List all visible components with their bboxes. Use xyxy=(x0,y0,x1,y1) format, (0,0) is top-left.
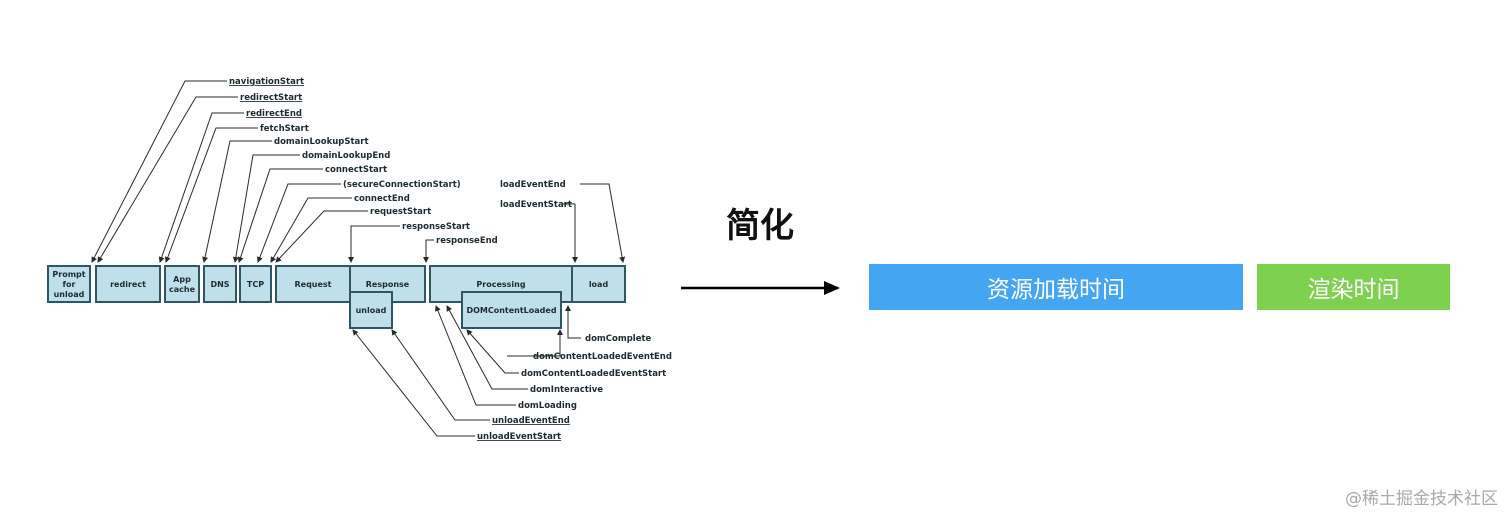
box-unload-label: unload xyxy=(356,306,387,315)
event-dom-loading: domLoading xyxy=(518,401,577,411)
render-time-label: 渲染时间 xyxy=(1307,277,1400,303)
resource-loading-time-label: 资源加载时间 xyxy=(987,277,1125,303)
box-redirect-label: redirect xyxy=(110,280,146,289)
event-domain-lookup-start: domainLookupStart xyxy=(274,137,369,147)
event-load-event-end: loadEventEnd xyxy=(500,180,566,190)
event-domain-lookup-end: domainLookupEnd xyxy=(302,151,390,161)
leader-dom-content-loaded-event-start xyxy=(466,329,519,374)
box-load-label: load xyxy=(589,280,609,289)
simplify-title: 简化 xyxy=(726,206,794,246)
box-app-cache-label: cache xyxy=(169,285,196,294)
event-unload-event-start: unloadEventStart xyxy=(477,432,561,442)
event-response-start: responseStart xyxy=(402,222,470,232)
box-redirect: redirect xyxy=(95,265,161,303)
event-labels: navigationStart redirectStart redirectEnd f… xyxy=(229,77,672,442)
leader-domain-lookup-end xyxy=(232,154,300,263)
event-dom-content-loaded-event-start: domContentLoadedEventStart xyxy=(521,369,666,379)
leader-lines xyxy=(91,80,626,437)
box-response-label: Response xyxy=(366,280,410,289)
box-request-label: Request xyxy=(294,280,331,289)
leader-dom-interactive xyxy=(446,305,528,390)
box-prompt-for-unload-label: Prompt xyxy=(52,270,85,279)
box-prompt-for-unload-label: for xyxy=(63,280,76,289)
leader-unload-event-start xyxy=(352,329,475,437)
box-app-cache-label: App xyxy=(173,275,191,284)
box-dns-rect xyxy=(203,265,237,303)
render-time-bar: 渲染时间 xyxy=(1257,264,1450,310)
event-redirect-start: redirectStart xyxy=(240,93,302,103)
resource-loading-time-bar: 资源加载时间 xyxy=(869,264,1243,310)
event-redirect-end: redirectEnd xyxy=(246,109,302,119)
box-dns: DNS xyxy=(203,265,237,303)
event-connect-start: connectStart xyxy=(325,165,387,175)
event-load-event-start: loadEventStart xyxy=(500,200,572,210)
event-dom-complete: domComplete xyxy=(585,334,652,344)
box-dom-content-loaded: DOMContentLoaded xyxy=(461,291,562,329)
event-dom-content-loaded-event-end: domContentLoadedEventEnd xyxy=(533,352,672,362)
leader-dom-loading xyxy=(435,305,516,406)
box-request-rect xyxy=(275,265,351,303)
box-prompt-for-unload-label: unload xyxy=(54,290,85,299)
leader-dom-content-loaded-event-end xyxy=(507,329,563,357)
box-prompt-for-unload-rect xyxy=(47,265,91,303)
event-fetch-start: fetchStart xyxy=(260,124,309,134)
box-dns-label: DNS xyxy=(210,280,229,289)
box-dom-content-loaded-label: DOMContentLoaded xyxy=(466,306,556,315)
box-redirect-rect xyxy=(95,265,161,303)
leader-response-end xyxy=(423,239,434,263)
box-load: load xyxy=(571,265,626,303)
leader-connect-end xyxy=(270,197,352,263)
leader-dom-complete xyxy=(565,305,581,339)
box-load-rect xyxy=(571,265,626,303)
box-app-cache-rect xyxy=(164,265,200,303)
leader-load-event-start xyxy=(562,203,578,263)
leader-connect-start xyxy=(237,168,323,263)
leader-response-start xyxy=(348,225,400,263)
box-unload-rect xyxy=(349,291,393,329)
box-tcp: TCP xyxy=(239,265,272,303)
watermark: @稀土掘金技术社区 xyxy=(1345,489,1498,509)
event-response-end: responseEnd xyxy=(436,236,498,246)
box-tcp-rect xyxy=(239,265,272,303)
leader-fetch-start xyxy=(164,127,258,263)
leader-request-start xyxy=(275,210,368,263)
box-request: Request xyxy=(275,265,351,303)
leader-domain-lookup-start xyxy=(202,140,272,263)
event-request-start: requestStart xyxy=(370,207,431,217)
box-tcp-label: TCP xyxy=(247,280,264,289)
box-unload: unload xyxy=(349,291,393,329)
event-secure-connection-start: (secureConnectionStart) xyxy=(343,180,461,190)
leader-redirect-start xyxy=(97,96,238,263)
box-processing-label: Processing xyxy=(476,280,525,289)
event-dom-interactive: domInteractive xyxy=(530,385,603,395)
event-navigation-start: navigationStart xyxy=(229,77,304,87)
event-unload-event-end: unloadEventEnd xyxy=(492,416,570,426)
event-connect-end: connectEnd xyxy=(354,194,410,204)
leader-secure-connection-start xyxy=(256,183,341,263)
leader-navigation-start xyxy=(91,80,227,263)
leader-redirect-end xyxy=(158,112,244,263)
box-dom-content-loaded-rect xyxy=(461,291,562,329)
leader-unload-event-end xyxy=(391,329,490,421)
leader-load-event-end xyxy=(580,183,626,263)
